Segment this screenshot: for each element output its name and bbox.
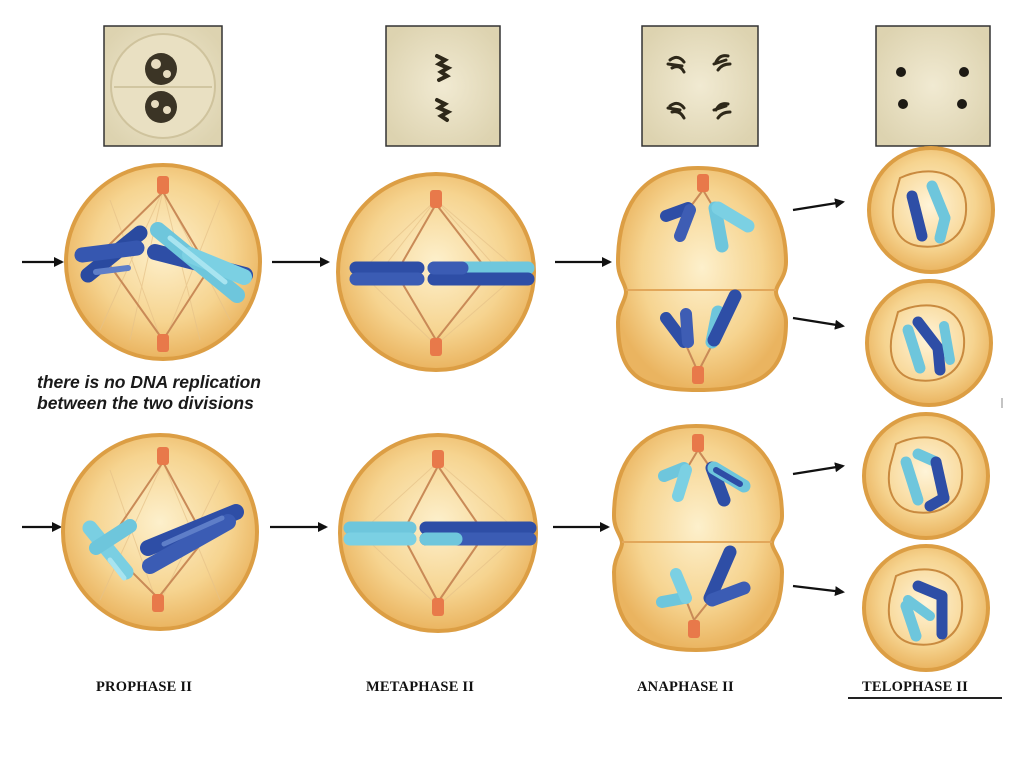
prophase-cell-top (64, 163, 262, 361)
telophase-underline (848, 697, 1002, 699)
micrograph-metaphase (385, 25, 501, 147)
micrograph-anaphase (641, 25, 759, 147)
centriole (157, 334, 169, 352)
chromosome-dark (74, 225, 148, 283)
arrow-anaphase-to-telophase-1 (792, 198, 845, 212)
telophase-cell-2 (865, 279, 993, 407)
centriole (692, 366, 704, 384)
label-metaphase-ii: METAPHASE II (366, 679, 475, 695)
arrow-anaphase-to-telophase-4 (792, 584, 845, 597)
arrow-anaphase-to-telophase-3 (792, 462, 845, 476)
centriole (432, 450, 444, 468)
telophase-cell-3 (862, 412, 990, 540)
centriole (432, 598, 444, 616)
centriole (692, 434, 704, 452)
centriole (157, 447, 169, 465)
centriole (430, 190, 442, 208)
anaphase-cell-top (615, 165, 789, 393)
centriole (688, 620, 700, 638)
prophase-cell-bottom (61, 433, 259, 631)
anaphase-cell-bottom (611, 423, 785, 653)
centriole (430, 338, 442, 356)
metaphase-cell-bottom (338, 433, 538, 633)
annotation-line-1: there is no DNA replication (37, 372, 261, 392)
chromosome-light (147, 222, 253, 303)
chromosomes-aligned (349, 261, 535, 286)
telophase-cell-1 (867, 146, 995, 274)
micrograph-telophase (875, 25, 991, 147)
annotation-line-2: between the two divisions (37, 393, 254, 413)
centriole (152, 594, 164, 612)
annotation-text: there is no DNA replication between the … (37, 372, 357, 414)
centriole (697, 174, 709, 192)
flow-arrows (22, 198, 845, 597)
arrow-anaphase-to-telophase-2 (792, 316, 845, 330)
label-telophase-ii: TELOPHASE II (862, 679, 968, 695)
micrograph-prophase (103, 25, 223, 147)
metaphase-cell-top (336, 172, 536, 372)
telophase-cell-4 (862, 544, 990, 672)
label-anaphase-ii: ANAPHASE II (637, 679, 734, 695)
label-prophase-ii: PROPHASE II (96, 679, 193, 695)
centriole (157, 176, 169, 194)
